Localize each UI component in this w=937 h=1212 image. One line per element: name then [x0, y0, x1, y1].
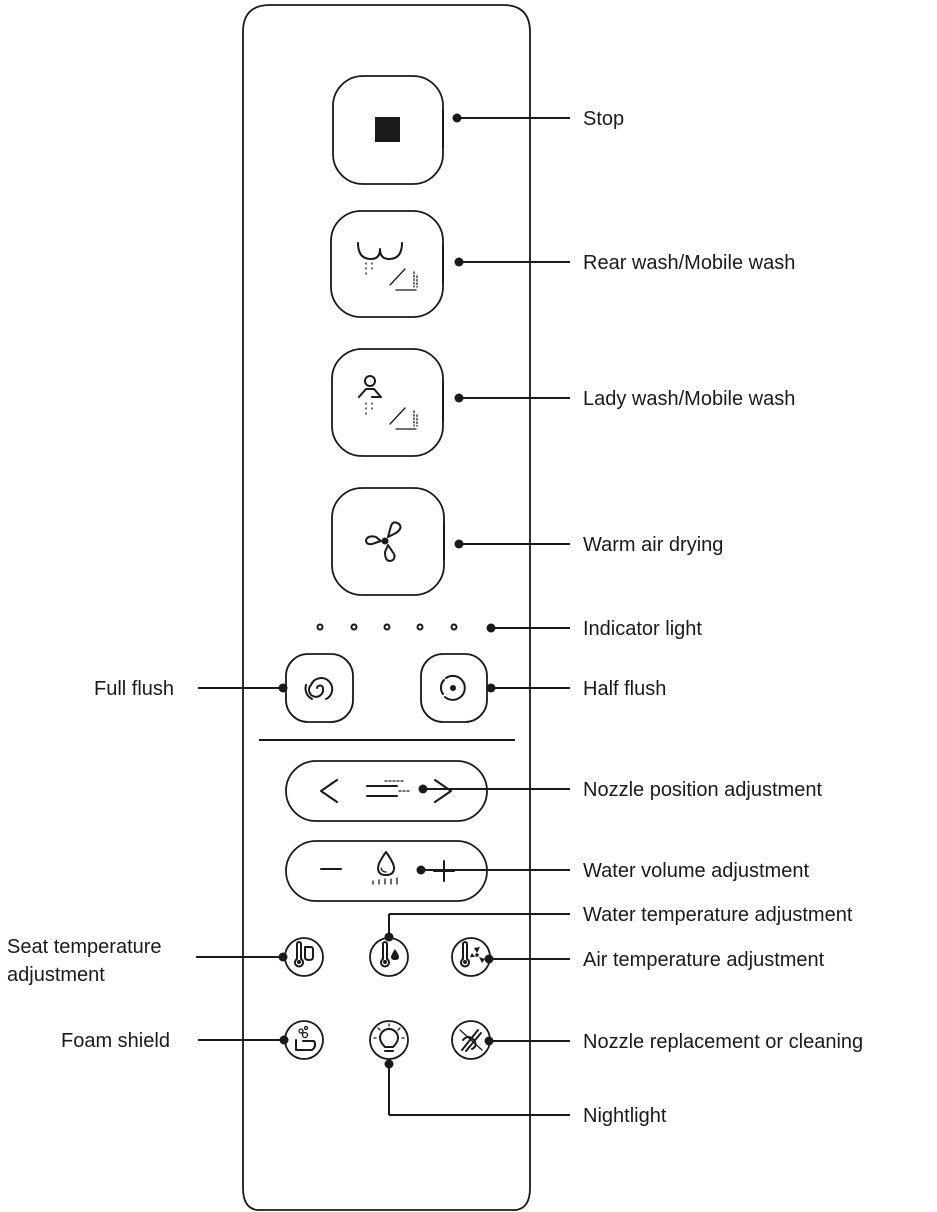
nozzle-position-left-button[interactable]	[320, 779, 338, 803]
indicator-light	[316, 623, 324, 631]
lady-wash-button[interactable]	[331, 348, 444, 457]
fan-icon	[365, 521, 402, 562]
seat-temperature-label-line2: adjustment	[7, 964, 105, 986]
indicator-light	[416, 623, 424, 631]
seat-temperature-button[interactable]	[284, 937, 324, 977]
rear-wash-button[interactable]	[330, 210, 444, 318]
nozzle-position-icon	[366, 780, 412, 797]
nightlight-button[interactable]	[369, 1020, 409, 1060]
full-flush-label: Full flush	[94, 678, 174, 700]
water-temperature-button[interactable]	[369, 937, 409, 977]
water-thermometer-icon	[380, 941, 399, 968]
foam-shield-label: Foam shield	[61, 1030, 170, 1052]
rear-wash-label: Rear wash/Mobile wash	[583, 252, 795, 274]
indicator-light	[450, 623, 458, 631]
foam-shield-button[interactable]	[284, 1020, 324, 1060]
seat-thermometer-icon	[294, 941, 314, 968]
air-thermometer-icon	[460, 941, 485, 968]
indicator-light-label: Indicator light	[583, 618, 702, 640]
nozzle-cleaning-icon	[459, 1029, 483, 1052]
rear-wash-icon	[357, 242, 418, 291]
nozzle-position-label: Nozzle position adjustment	[583, 779, 822, 801]
indicator-lights	[316, 623, 458, 631]
warm-air-label: Warm air drying	[583, 534, 723, 556]
water-temperature-label: Water temperature adjustment	[583, 904, 853, 926]
lady-wash-label: Lady wash/Mobile wash	[583, 388, 795, 410]
indicator-light	[350, 623, 358, 631]
stop-button[interactable]	[332, 75, 444, 185]
nozzle-position-right-button[interactable]	[434, 779, 452, 803]
remote-body-outline	[242, 4, 531, 1211]
nozzle-replacement-button[interactable]	[451, 1020, 491, 1060]
stop-label: Stop	[583, 108, 624, 130]
stop-square-icon	[375, 117, 400, 142]
half-flush-swirl-icon	[439, 674, 466, 701]
callout-labels: Stop Rear wash/Mobile wash Lady wash/Mob…	[7, 108, 863, 1127]
warm-air-drying-button[interactable]	[331, 487, 445, 596]
nozzle-position-pill	[285, 760, 488, 822]
callout-lines	[196, 110, 570, 1116]
seat-temperature-label-line1: Seat temperature	[7, 936, 162, 958]
water-drop-icon	[372, 851, 398, 885]
lady-wash-icon	[358, 375, 418, 430]
air-temperature-label: Air temperature adjustment	[583, 949, 825, 971]
nozzle-replacement-label: Nozzle replacement or cleaning	[583, 1031, 863, 1053]
water-volume-label: Water volume adjustment	[583, 860, 809, 882]
air-temperature-button[interactable]	[451, 937, 491, 977]
half-flush-label: Half flush	[583, 678, 666, 700]
lightbulb-icon	[373, 1023, 405, 1052]
foam-icon	[295, 1025, 317, 1051]
nightlight-label: Nightlight	[583, 1105, 667, 1127]
full-flush-swirl-icon	[304, 677, 334, 700]
full-flush-button[interactable]	[285, 653, 354, 723]
indicator-light	[383, 623, 391, 631]
half-flush-button[interactable]	[420, 653, 488, 723]
